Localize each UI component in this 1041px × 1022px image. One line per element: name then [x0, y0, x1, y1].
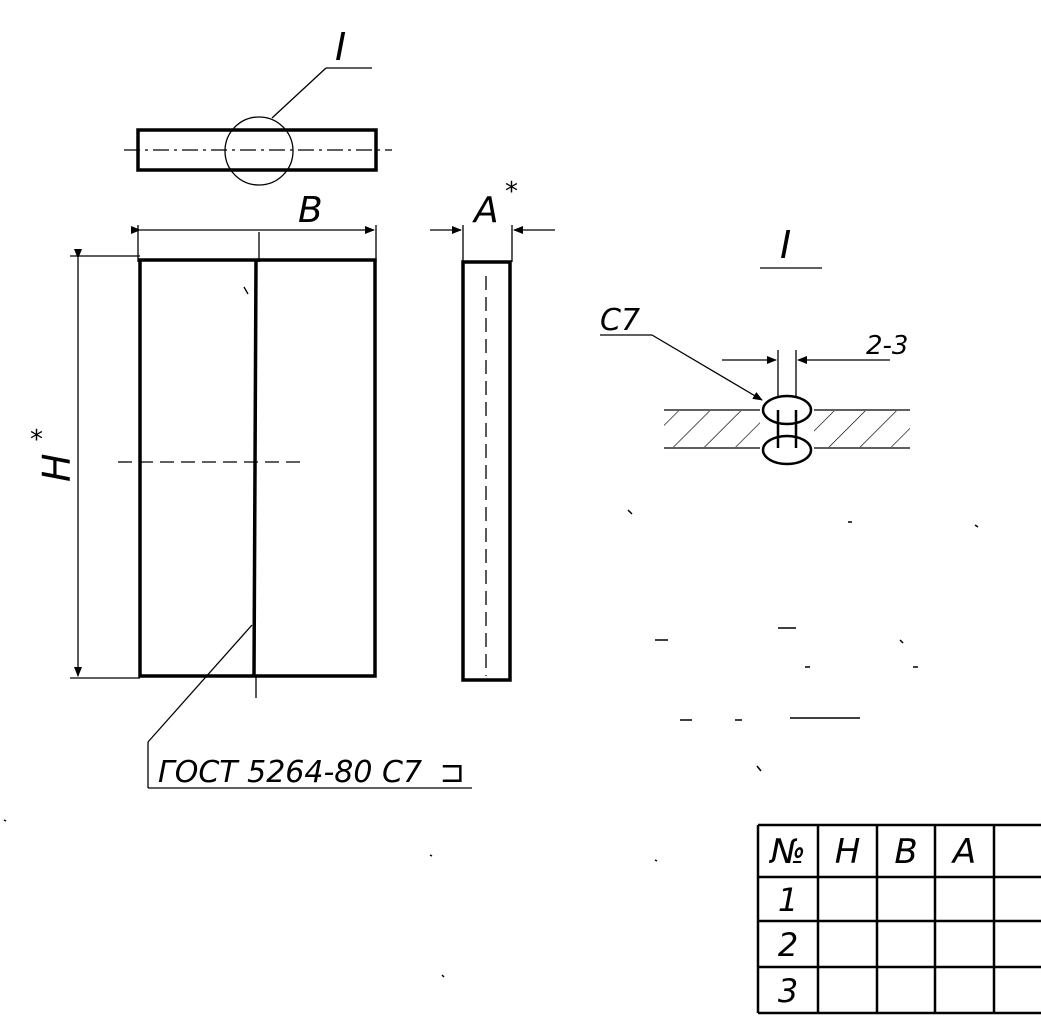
table-cell: 2	[778, 926, 798, 964]
detail-leader	[271, 67, 327, 119]
gost-callout: ГОСТ 5264-80 C7 ⊐	[158, 755, 465, 790]
side-view: A *	[430, 177, 555, 682]
weld-bead-bottom	[761, 434, 813, 466]
weld-detail: I 2-3 C7	[600, 223, 910, 466]
gap-label: 2-3	[866, 331, 908, 361]
table-header-cell: H	[835, 832, 861, 872]
gost-text: ГОСТ 5264-80 C7	[158, 755, 422, 790]
gost-symbol: ⊐	[440, 755, 465, 790]
table-cell: 1	[778, 881, 798, 919]
scan-specks	[3, 509, 979, 978]
table-header-cell: B	[894, 832, 917, 872]
table-header-cell: A	[951, 832, 976, 872]
table-header-cell: №	[768, 832, 805, 872]
weld-bead-top	[761, 394, 813, 426]
height-label: H	[35, 453, 79, 482]
detail-label-top: I	[335, 25, 346, 69]
weld-code-label: C7	[600, 303, 640, 338]
thickness-label: A	[472, 190, 499, 231]
width-label: B	[298, 190, 323, 231]
detail-label-heading: I	[780, 223, 791, 267]
thickness-star: *	[505, 177, 518, 207]
top-view: I	[124, 25, 392, 186]
table-cell: 3	[778, 972, 798, 1010]
detail-circle	[224, 116, 294, 186]
front-view: B H * ГОСТ 5264-80 C7 ⊐	[30, 190, 472, 790]
height-star: *	[30, 425, 43, 455]
